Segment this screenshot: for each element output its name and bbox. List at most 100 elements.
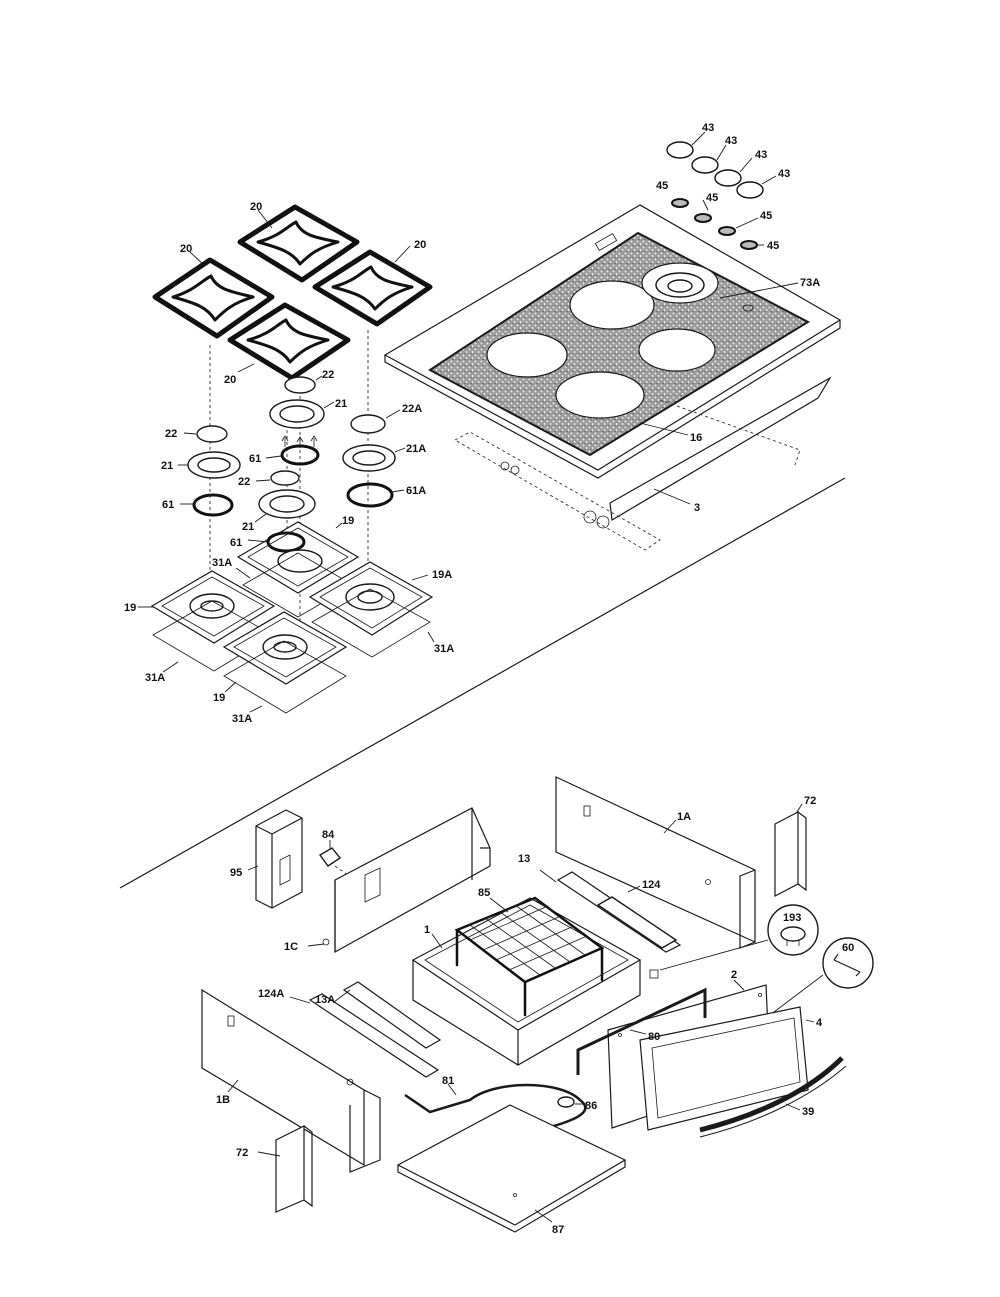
label-19a: 19A: [432, 569, 452, 581]
label-1c: 1C: [284, 941, 298, 953]
control-knobs: [666, 131, 799, 299]
bracket-72-bottom: [257, 1125, 313, 1213]
label-43-2: 43: [725, 135, 737, 147]
screw-60: [769, 937, 874, 1016]
label-22a: 22A: [402, 403, 422, 415]
knob-1[interactable]: [666, 141, 694, 159]
knob-2[interactable]: [691, 156, 719, 174]
label-3: 3: [694, 502, 700, 514]
gasket-31a-front: [223, 640, 347, 714]
bracket-86: [557, 1096, 584, 1108]
knob-base-4: [740, 240, 758, 250]
label-193: 193: [783, 912, 801, 924]
label-61-top: 61: [249, 453, 261, 465]
label-13a: 13A: [315, 994, 335, 1006]
bumper-193: [649, 904, 819, 979]
label-20-right: 20: [414, 239, 426, 251]
label-2: 2: [731, 969, 737, 981]
gasket-80: [576, 987, 707, 1075]
grate-top: [237, 204, 360, 283]
head-61-left: [192, 493, 234, 517]
label-72-bottom: 72: [236, 1147, 248, 1159]
label-31a-front: 31A: [232, 713, 252, 725]
label-31a-left: 31A: [145, 672, 165, 684]
panel-1a: [555, 776, 756, 949]
knob-base-1: [671, 198, 689, 208]
label-21-mid: 21: [242, 521, 254, 533]
slide-124: [596, 885, 678, 949]
label-43-3: 43: [755, 149, 767, 161]
label-4: 4: [816, 1017, 823, 1029]
burner-parts: [178, 375, 406, 523]
bracket-72-top: [774, 803, 807, 897]
knob-4[interactable]: [736, 181, 764, 199]
clip-84: [318, 840, 356, 881]
label-60-circle: 60: [842, 942, 854, 954]
panel-1b: [201, 988, 381, 1173]
label-86: 86: [585, 1100, 597, 1112]
panel-1c: [307, 807, 491, 954]
label-45-4: 45: [767, 240, 779, 252]
slide-13a: [333, 981, 442, 1049]
grates: [152, 204, 433, 381]
cooktop-burner-right: [638, 328, 716, 372]
cap-22a: [350, 414, 386, 434]
knob-3[interactable]: [714, 169, 742, 187]
label-16: 16: [690, 432, 702, 444]
screw-60-detail-circle: [822, 937, 874, 989]
label-61-mid: 61: [230, 537, 242, 549]
label-87: 87: [552, 1224, 564, 1236]
label-21a: 21A: [406, 443, 426, 455]
box-95: [247, 809, 303, 909]
label-80: 80: [648, 1031, 660, 1043]
cooktop-burner-front-left: [486, 332, 568, 378]
label-1: 1: [424, 924, 430, 936]
label-85: 85: [478, 887, 490, 899]
label-81: 81: [442, 1075, 454, 1087]
label-1a: 1A: [677, 811, 691, 823]
pan-87: [396, 1104, 627, 1233]
label-61-left: 61: [162, 499, 174, 511]
cap-22-mid: [270, 470, 300, 486]
label-45-2: 45: [706, 192, 718, 204]
label-20-front: 20: [224, 374, 236, 386]
label-1b: 1B: [216, 1094, 230, 1106]
label-21-top: 21: [335, 398, 347, 410]
burner-pans: [138, 521, 435, 714]
drawer-1: [411, 897, 642, 1066]
cooktop-burner-front: [555, 371, 645, 419]
glass-4: [639, 1006, 815, 1131]
cooktop-support-rail: [609, 376, 832, 521]
rack-85: [454, 896, 605, 1017]
cooktop-assembly: [383, 204, 842, 551]
pan-19-top: [236, 521, 360, 594]
label-31a-right: 31A: [434, 643, 454, 655]
pan-19-left: [150, 570, 276, 644]
label-19-top: 19: [342, 515, 354, 527]
label-95: 95: [230, 867, 242, 879]
label-13: 13: [518, 853, 530, 865]
label-124a: 124A: [258, 988, 284, 1000]
label-61a: 61A: [406, 485, 426, 497]
label-45-1: 45: [656, 180, 668, 192]
grate-right: [312, 249, 433, 327]
pan-19a: [308, 561, 434, 636]
label-20-top: 20: [250, 201, 262, 213]
handle-39: [699, 1056, 847, 1138]
label-43-1: 43: [702, 122, 714, 134]
label-43-4: 43: [778, 168, 790, 180]
cap-22-left: [196, 425, 228, 443]
grate-left: [152, 257, 275, 339]
label-19-front: 19: [213, 692, 225, 704]
slide-124a: [289, 993, 440, 1078]
knob-base-2: [694, 213, 712, 223]
gasket-31a-right: [311, 588, 431, 658]
cooktop-burner-rear-left: [569, 280, 655, 330]
label-20-left: 20: [180, 243, 192, 255]
label-31a-top: 31A: [212, 557, 232, 569]
label-22-left: 22: [165, 428, 177, 440]
label-124: 124: [642, 879, 661, 891]
label-19-left: 19: [124, 602, 136, 614]
label-22-mid: 22: [238, 476, 250, 488]
